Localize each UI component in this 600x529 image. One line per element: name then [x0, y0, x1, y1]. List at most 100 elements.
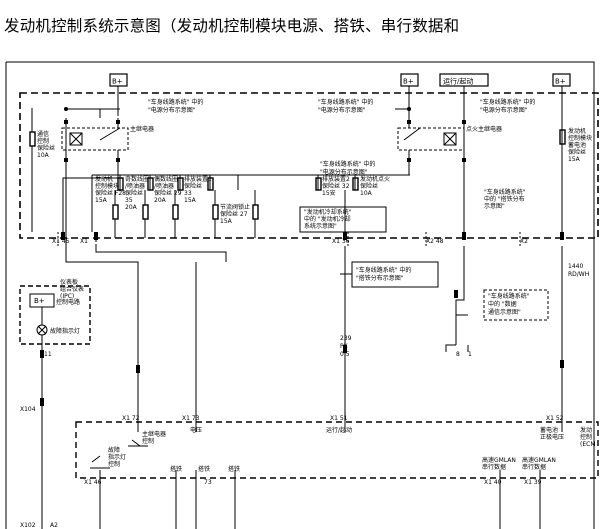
- ipc-label-3: (IPC): [60, 293, 74, 300]
- fuse-29-label-4: 20A: [154, 197, 167, 204]
- fuse-29-label-3: 保险丝 29: [154, 189, 182, 197]
- x1-46-label: X1 46: [84, 479, 102, 486]
- diagram-border: [6, 61, 595, 529]
- ecm-run-label: 运行/起动: [326, 426, 352, 434]
- fuse-27-label-1: 节流阀锁止: [220, 203, 250, 211]
- fuse-block-box: [19, 92, 599, 239]
- ecm-fuse-label-4: 保险丝: [568, 148, 586, 156]
- ground-ref-1: "车身线路系统": [484, 188, 526, 196]
- ground-ref2-2: "搭铁分布示意图": [356, 274, 404, 282]
- fuse-35: [117, 177, 124, 191]
- wire-pk: PK: [340, 343, 349, 350]
- fuse-ign-label-2: 保险丝: [360, 182, 378, 190]
- x1-52-label: X1 52: [546, 415, 564, 422]
- comm-fuse-label-4: 10A: [37, 152, 50, 159]
- fuse-35-label-3: 保险丝: [125, 189, 143, 197]
- main-relay-label: 主继电器: [130, 125, 154, 133]
- ground-ref2-1: "车身线路系统" 中的: [356, 266, 411, 274]
- can-label-1a: 高速GMLAN: [482, 456, 516, 464]
- data-ref-1: "车身线路系统": [488, 292, 530, 300]
- main-relay: [61, 127, 129, 151]
- mil-label: 故障指示灯: [50, 327, 80, 335]
- fuse-f28-label-1: 发动机: [95, 175, 113, 183]
- ref-power-left-1: "车身线路系统" 中的: [148, 98, 203, 106]
- ecm-bat-label-2: 正极电压: [540, 433, 564, 441]
- fuse-29-label-2: /喷油器: [154, 182, 174, 190]
- ecm-mod-label-1: 发动: [580, 426, 592, 434]
- ipc-pin-11: 11: [44, 351, 52, 358]
- fuse-35-label-2: /喷油器: [125, 182, 145, 190]
- ecm-mod-label-2: 控制: [580, 433, 592, 441]
- ground-ref-3: 示意图": [484, 202, 505, 210]
- run-crank-label: 运行/起动: [443, 77, 473, 86]
- x2-48-label: X2 48: [426, 238, 444, 245]
- ref-power-mid-1: "车身线路系统" 中的: [318, 98, 373, 106]
- bplus-label-left: B+: [112, 78, 123, 86]
- ecm-bat-label-1: 蓄电池: [540, 426, 558, 434]
- wire-239: 239: [340, 335, 352, 342]
- cooling-ref-2: 中的 "发动机冷却: [304, 215, 351, 223]
- fuse-f28: [112, 204, 119, 220]
- ecm-relay-label-2: 控制: [142, 437, 154, 445]
- fuse-27: [207, 177, 214, 191]
- x102-label: X102: [20, 522, 36, 529]
- fuse-32-label-2: 保险丝 32: [322, 182, 350, 190]
- fuse-33-label-3: 33: [184, 190, 192, 197]
- fuse-35-label-1: 奇数线圈: [125, 175, 149, 183]
- fuse-29-label-1: 偶数线圈: [154, 175, 178, 183]
- pin-8: 8: [456, 351, 460, 358]
- fuse-35-label-5: 20A: [125, 204, 138, 211]
- page-title: 发动机控制系统示意图（发动机控制模块电源、搭铁、串行数据和: [4, 17, 460, 35]
- x2-right-label: X2: [520, 238, 528, 245]
- fuse-32: [315, 177, 322, 191]
- fuse-27-label-3: 15A: [220, 218, 233, 225]
- ignition-relay: [397, 127, 465, 151]
- ipc-ctrl-label: 控制电路: [56, 298, 80, 306]
- x1-73-label: X1 73: [182, 415, 200, 422]
- x1-72-label: X1 72: [122, 415, 140, 422]
- ecm-fuse-label-5: 15A: [568, 156, 581, 163]
- wire-1440: 1440: [568, 263, 583, 270]
- fuse-33-label-2: 保险丝: [184, 182, 202, 190]
- ignition-relay-label: 点火主继电器: [466, 125, 502, 133]
- ref-power-lower-2: "电源分布示意图": [320, 168, 368, 176]
- ground-ref-2: 中的 "搭铁分布: [484, 195, 525, 203]
- ecm-ground-1: 搭铁: [170, 465, 182, 473]
- a2-label: A2: [50, 522, 58, 529]
- fuse-27-label-2: 保险丝 27: [220, 210, 248, 218]
- x1-45-label: X1 45: [52, 238, 70, 245]
- comm-fuse-label-2: 控制: [37, 137, 49, 145]
- ipc-label-1: 仪表板: [60, 278, 78, 286]
- ref-power-right-1: "车身线路系统" 中的: [480, 98, 535, 106]
- pin-1: 1: [468, 351, 472, 358]
- fuse-ignition: [352, 177, 359, 191]
- data-ref-3: 通信示意图": [488, 308, 521, 316]
- x1-51-label: X1 51: [330, 415, 348, 422]
- ref-power-left-2: "电源分布示意图": [148, 106, 196, 114]
- pin-73: 73: [204, 479, 212, 486]
- fuse-29: [147, 177, 154, 191]
- ecm-ground-2: 搭铁: [198, 465, 210, 473]
- ipc-label-2: 组合仪表: [60, 285, 84, 293]
- x1-40-label: X1 40: [484, 479, 502, 486]
- comm-fuse-label-3: 保险丝: [37, 144, 55, 152]
- cooling-ref-3: 系统示意图": [304, 222, 337, 230]
- mil-ctrl-label-3: 控制: [108, 460, 120, 468]
- fuse-33-label-4: 15A: [184, 197, 197, 204]
- ecm-battery-fuse: [559, 129, 566, 145]
- ecm-mod-label-3: (ECM: [580, 441, 596, 448]
- ecm-ground-3: 搭铁: [228, 465, 240, 473]
- data-ref-2: 中的 "数据: [488, 300, 517, 308]
- fuse-f28-label-4: 15A: [95, 197, 108, 204]
- mil-ctrl-label-1: 故障: [108, 446, 120, 454]
- ecm-fuse-label-2: 控制模块: [568, 134, 592, 142]
- fuse-ign-label-1: 发动机点火: [360, 175, 390, 183]
- comm-fuse: [29, 131, 36, 147]
- ref-power-right-2: "电源分布示意图": [480, 106, 528, 114]
- comm-fuse-label-1: 通信: [37, 130, 49, 138]
- fuse-33-label-1: 排放装置1: [184, 175, 212, 183]
- ipc-bplus-label: B+: [34, 297, 45, 305]
- fuse-33: [177, 177, 184, 191]
- data-ref-box: [483, 289, 549, 321]
